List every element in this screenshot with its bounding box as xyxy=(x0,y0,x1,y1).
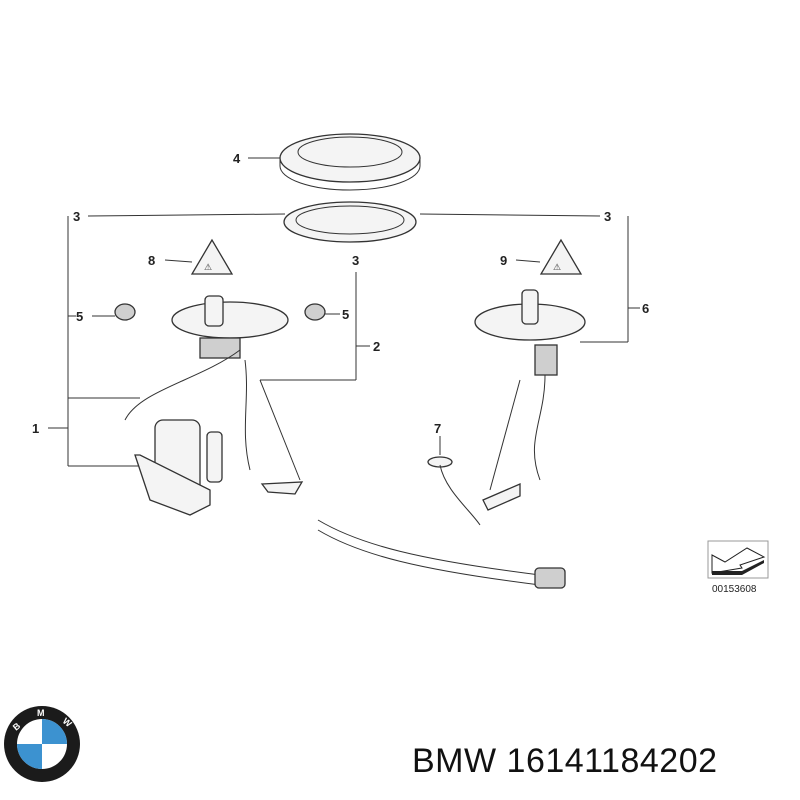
callout-6: 6 xyxy=(642,301,649,316)
callout-5-right: 5 xyxy=(342,307,349,322)
callout-4: 4 xyxy=(233,151,241,166)
callout-5-left: 5 xyxy=(76,309,83,324)
reference-arrow-icon xyxy=(707,540,769,579)
hose-clamp-right xyxy=(304,303,326,321)
svg-text:⚠: ⚠ xyxy=(204,262,212,272)
svg-text:B: B xyxy=(11,720,23,732)
callout-labels: 4 3 3 8 3 9 5 5 6 2 1 7 xyxy=(32,151,649,436)
hose-clamp-left xyxy=(114,303,136,321)
svg-text:M: M xyxy=(37,708,45,718)
fuel-pump-unit xyxy=(124,295,304,516)
callout-1: 1 xyxy=(32,421,39,436)
callout-3-center: 3 xyxy=(352,253,359,268)
bmw-logo: B M W xyxy=(4,706,80,782)
fuel-line-assembly xyxy=(317,456,566,589)
callout-7: 7 xyxy=(434,421,441,436)
gasket-ring xyxy=(283,201,417,243)
callout-8: 8 xyxy=(148,253,155,268)
callout-9: 9 xyxy=(500,253,507,268)
callout-3-left: 3 xyxy=(73,209,80,224)
product-title: BMW 16141184202 xyxy=(412,742,718,780)
callout-3-right: 3 xyxy=(604,209,611,224)
callout-2: 2 xyxy=(373,339,380,354)
warning-label-9: ⚠ xyxy=(539,238,583,275)
leader-lines xyxy=(48,157,640,467)
svg-text:⚠: ⚠ xyxy=(553,262,561,272)
reference-code: 00153608 xyxy=(712,584,757,595)
warning-label-8: ⚠ xyxy=(190,238,234,275)
fuel-level-sensor-unit xyxy=(474,289,586,511)
lock-ring xyxy=(279,133,421,191)
